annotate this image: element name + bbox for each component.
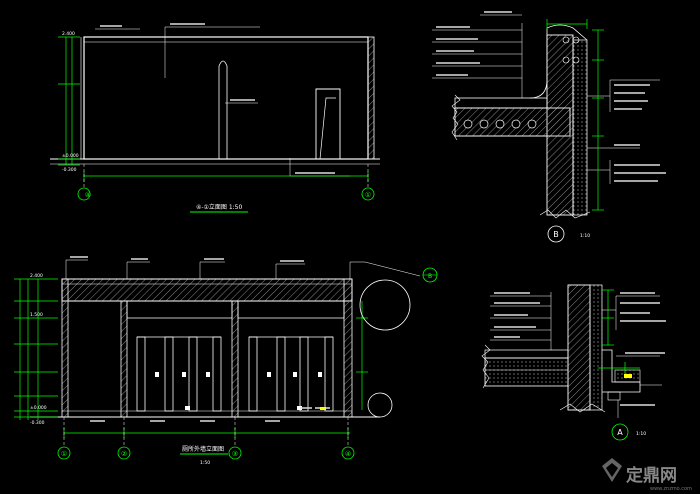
detail-a-annotation-marks: [494, 292, 666, 406]
wall-axis-1: [61, 278, 69, 418]
detail-a-break-left: [481, 344, 491, 389]
elevation-dimensions: [58, 36, 369, 182]
detail-a-wall-finish: [589, 284, 603, 411]
detail-a-footing: [607, 391, 621, 401]
section-axis-bubble-1: [57, 446, 71, 460]
watermark: [602, 458, 622, 482]
top-elevation-title: ④-①立面图 1:50: [196, 203, 242, 211]
section-level-2400: 2.400: [30, 273, 43, 279]
section-elevation-title: 厕所外墙立面图: [182, 445, 224, 453]
section-elevation: [14, 256, 438, 460]
top-level-m0300: -0.300: [62, 167, 77, 173]
section-axis-label-4: ④: [345, 450, 351, 458]
detail-b-rebar-3: [562, 56, 570, 64]
detail-b-flashing: [529, 35, 548, 99]
detail-callout-circle-a: [367, 392, 393, 418]
detail-b: [432, 11, 666, 243]
detail-b-dimensions: [546, 19, 604, 211]
roof-slab: [61, 278, 353, 302]
top-elevation: [50, 23, 380, 213]
section-yellow-mark: [320, 407, 326, 410]
beam-1: [126, 301, 233, 319]
top-level-2400: 2.400: [62, 31, 75, 37]
detail-a: [481, 284, 666, 441]
watermark-brand: 定鼎网: [626, 465, 677, 486]
detail-b-scale: 1:10: [580, 233, 590, 239]
section-level-1500: 1.500: [30, 312, 43, 318]
detail-a-floor-finish: [484, 349, 569, 359]
section-axis-label-1: ①: [61, 450, 67, 458]
wall-axis-4: [343, 278, 353, 418]
detail-b-leaders-right: [587, 79, 660, 184]
section-leaders: [65, 259, 421, 279]
beam-2: [237, 301, 345, 319]
wall-axis-3: [231, 300, 239, 418]
door-frame: [315, 88, 341, 159]
watermark-url: www.znzmo.com: [650, 486, 692, 492]
watermark-logo-icon: [602, 458, 622, 482]
detail-b-annotation-marks: [436, 11, 666, 182]
detail-b-break-bottom: [539, 209, 591, 219]
detail-b-label: B: [553, 230, 559, 239]
section-elevation-scale: 1:50: [200, 460, 210, 466]
detail-ref-label: B: [428, 273, 432, 280]
toilet-stalls: [136, 336, 334, 412]
section-axis-label-3: ③: [232, 450, 238, 458]
axis-bubble-1: [361, 187, 375, 201]
detail-b-rebar-2: [572, 36, 580, 44]
detail-a-label: A: [617, 428, 623, 437]
detail-a-leaders: [490, 292, 662, 418]
section-axis-label-2: ②: [121, 450, 127, 458]
detail-a-yellow-mark: [624, 374, 632, 378]
detail-b-wall-finish: [572, 39, 588, 216]
axis-label-4: ④: [85, 191, 91, 199]
detail-b-leaders-left: [432, 14, 523, 98]
detail-callout-circle-b: [359, 279, 411, 331]
wall-axis-2: [120, 300, 128, 418]
detail-b-rebar-1: [562, 36, 570, 44]
stall-fixtures: [155, 372, 322, 410]
section-axis-bubble-4: [341, 446, 355, 460]
annotation-marks: [100, 23, 335, 174]
detail-b-rebar-4: [572, 56, 580, 64]
elevation-right-pier: [367, 36, 375, 160]
section-dimensions: [14, 278, 368, 438]
door-leaf: [319, 97, 336, 160]
detail-b-hollow-cores: [463, 119, 537, 129]
detail-a-scale: 1:10: [636, 431, 646, 437]
section-level-0000: ±0.000: [30, 405, 47, 411]
detail-a-break-bottom: [559, 403, 606, 413]
arched-opening: [218, 60, 228, 159]
detail-b-roof-membrane: [454, 97, 548, 109]
axis-bubble-4: [77, 187, 91, 201]
detail-a-floor-base: [484, 357, 569, 387]
detail-b-bubble: [547, 225, 565, 243]
detail-b-break-left: [451, 94, 461, 141]
axis-label-1: ①: [365, 191, 371, 199]
elevation-wall-outline: [83, 36, 369, 160]
section-axis-bubble-3: [228, 446, 242, 460]
detail-a-wall: [567, 284, 591, 411]
section-axis-bubble-2: [117, 446, 131, 460]
top-level-0000: ±0.000: [62, 153, 79, 159]
detail-a-dimensions: [598, 289, 640, 374]
detail-a-bubble: [611, 423, 629, 441]
section-level-m0300: -0.300: [30, 420, 45, 426]
